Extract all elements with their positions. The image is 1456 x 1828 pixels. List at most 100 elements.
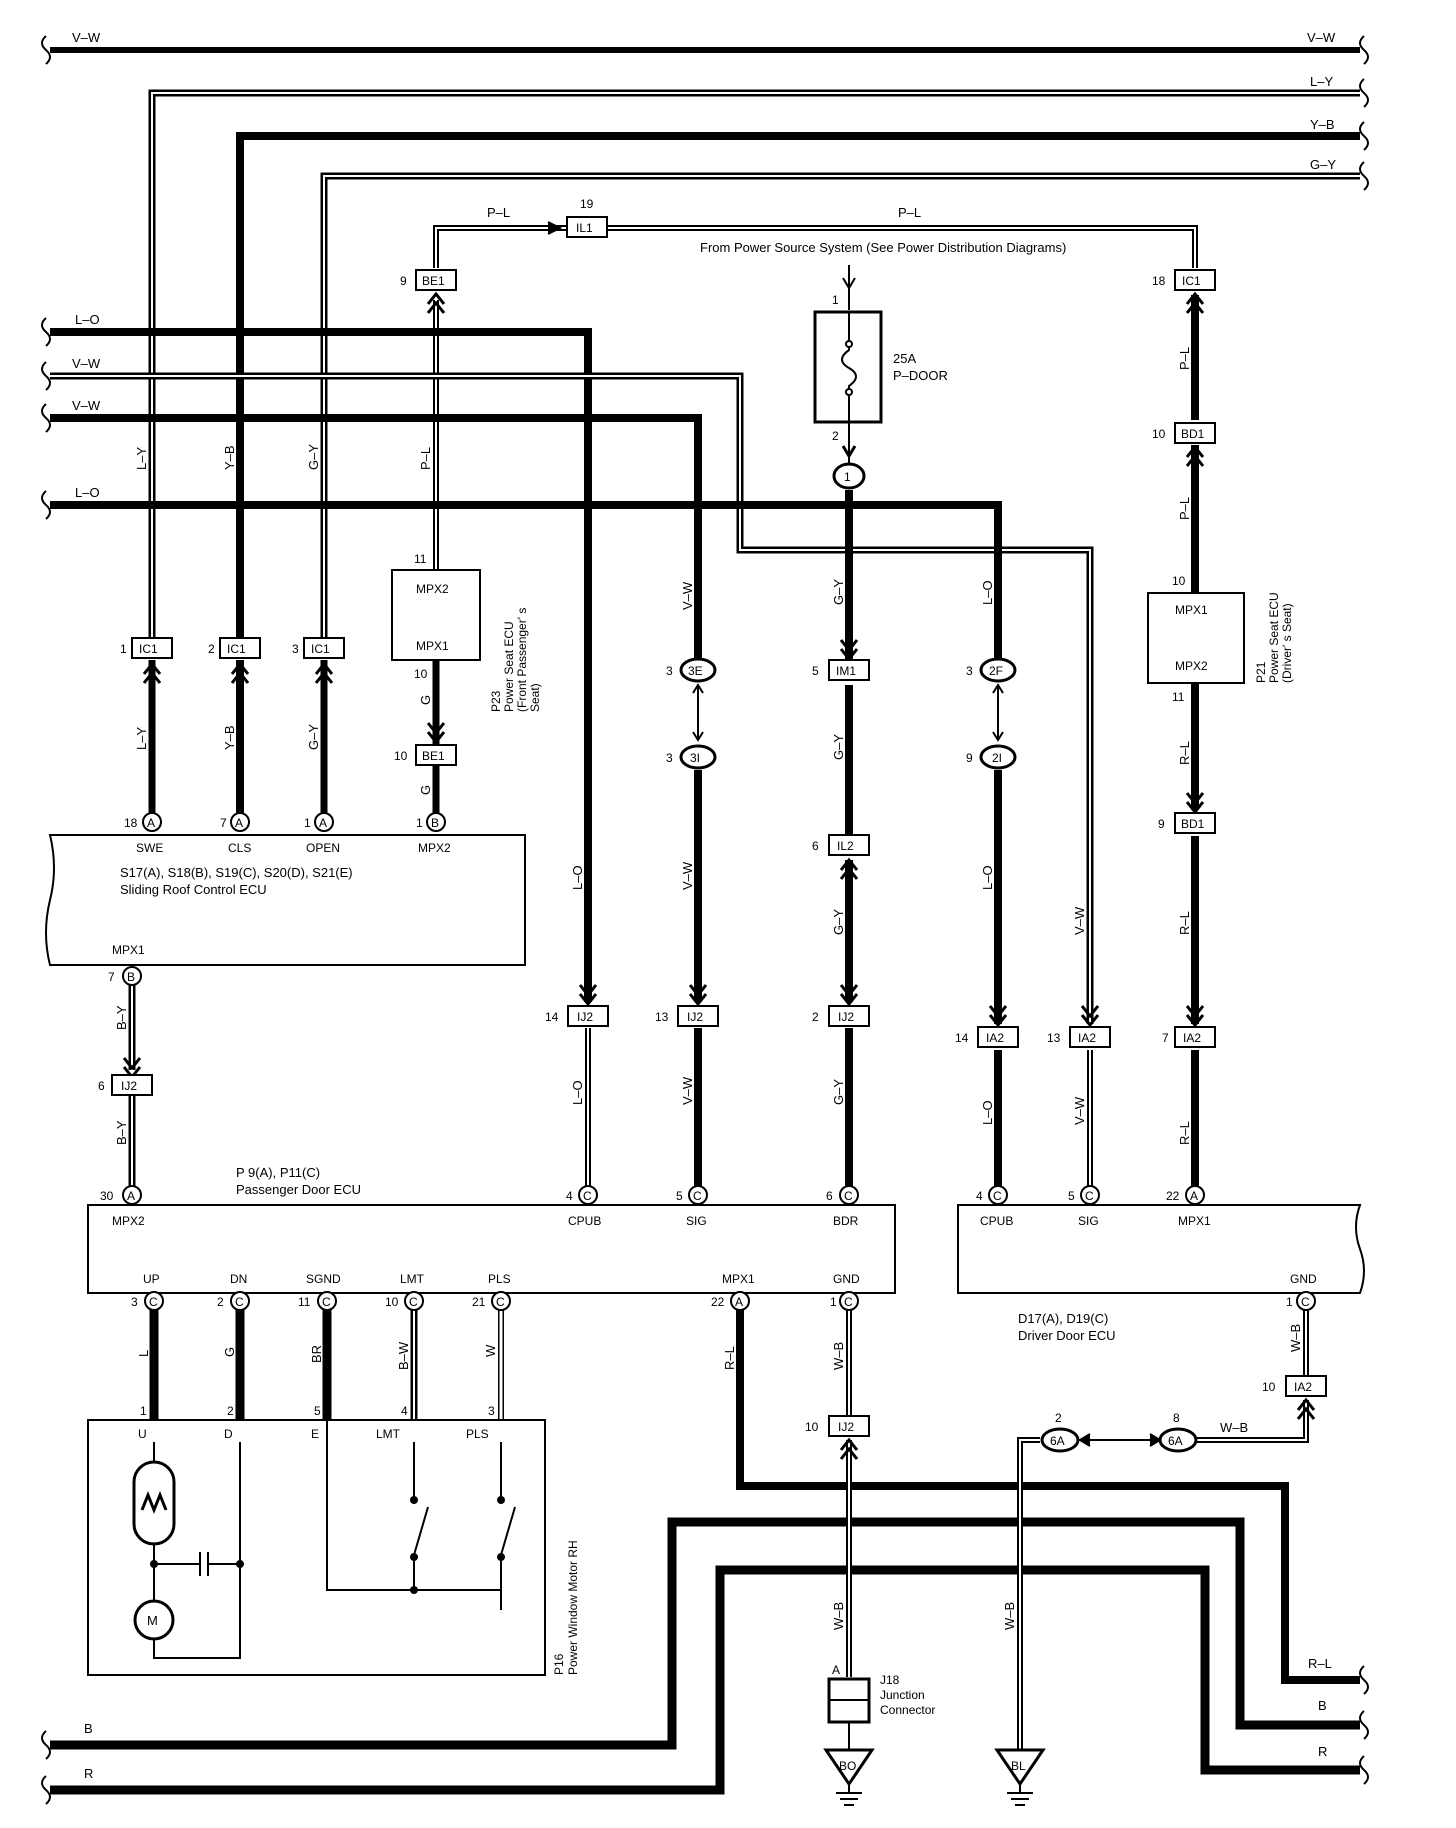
pin-number: 2 [227, 1404, 234, 1418]
wire-label: V–W [680, 861, 695, 890]
wire-label: B–Y [114, 1005, 129, 1030]
wire-label: P–L [1177, 347, 1192, 370]
connector-name: IM1 [836, 664, 856, 678]
connector-box [1069, 1026, 1111, 1048]
terminal-label: MPX2 [1175, 659, 1208, 673]
connector-oval [679, 744, 717, 770]
connector-letter: A [735, 1295, 743, 1309]
connector-box [566, 216, 608, 238]
connector-letter: C [1301, 1295, 1310, 1309]
terminal-label: MPX1 [722, 1272, 755, 1286]
wire-label: P–L [418, 447, 433, 470]
ecu-box [45, 834, 526, 966]
component-code: P16 [552, 1653, 566, 1675]
arrow-down [688, 984, 708, 1007]
connector-name: BE1 [422, 274, 445, 288]
connector-name: IJ2 [121, 1079, 137, 1093]
connector-letter: C [1085, 1189, 1094, 1203]
component-code: P21 [1254, 661, 1268, 683]
connector-box [567, 1005, 609, 1027]
connector-letter: C [149, 1295, 158, 1309]
connector-pin: 5 [812, 664, 819, 678]
connector-name: IA2 [1078, 1031, 1096, 1045]
connector-pin: 2 [1055, 1411, 1062, 1425]
connector-pin: 10 [1152, 427, 1166, 441]
wire-label: B–W [396, 1341, 411, 1370]
ground-label: BL [1011, 1759, 1026, 1773]
terminal-label: MPX2 [416, 582, 449, 596]
terminal-label: SGND [306, 1272, 341, 1286]
wire-label: L–Y [134, 447, 149, 470]
wire-label: V–W [680, 1076, 695, 1105]
wire-label: G [222, 1347, 237, 1357]
wire-lo-1 [50, 328, 592, 1002]
component-name: Junction [880, 1688, 925, 1702]
connector-box [828, 834, 870, 856]
terminal-label: GND [833, 1272, 860, 1286]
wire-bus-r [50, 1565, 1360, 1795]
connector-box [1174, 1026, 1216, 1048]
connector-box [219, 637, 261, 659]
wire-label: L–O [980, 1100, 995, 1125]
arrow-down [1185, 1005, 1205, 1028]
node-label: 1 [844, 470, 851, 484]
arrow-up [230, 661, 250, 684]
connector-pin: 7 [1162, 1031, 1169, 1045]
connector-box [828, 659, 870, 681]
connector-pin: 1 [120, 642, 127, 656]
arrow-down [1080, 1005, 1100, 1028]
wire-label: P–L [487, 205, 510, 220]
wire-label: W–B [1288, 1324, 1303, 1352]
pin-number: 5 [1068, 1189, 1075, 1203]
wire-yb [236, 132, 1360, 648]
pin-number: 7 [220, 816, 227, 830]
component-name: Seat) [528, 683, 542, 712]
motor-symbol [133, 1599, 175, 1641]
connector-box [677, 1005, 719, 1027]
connector-name: IL1 [576, 221, 593, 235]
connector-box [1174, 269, 1216, 291]
connector-pin: 14 [545, 1010, 559, 1024]
pin-number: 5 [314, 1404, 321, 1418]
terminal-label: LMT [400, 1272, 425, 1286]
connector-name: IJ2 [838, 1010, 854, 1024]
connector-pin: 10 [1262, 1380, 1276, 1394]
connector-box [828, 1415, 870, 1437]
connector-name: 3E [688, 664, 703, 678]
wire-ia2-6a [1195, 1400, 1309, 1443]
arrow-down [839, 984, 859, 1007]
bus-label: V–W [72, 356, 101, 371]
connector-letter: C [322, 1295, 331, 1309]
pin-number: 30 [100, 1189, 114, 1203]
terminal-label: MPX1 [1175, 603, 1208, 617]
connector-pin: 13 [655, 1010, 669, 1024]
terminal-label: OPEN [306, 841, 340, 855]
component-code: P 9(A), P11(C) [236, 1165, 320, 1180]
connector-letter: C [693, 1189, 702, 1203]
wire-ly-in [151, 92, 1360, 648]
ecu-box [1147, 592, 1245, 684]
connector-pin: 19 [580, 197, 594, 211]
connector-box [1285, 1375, 1327, 1397]
pin-number: 1 [416, 816, 423, 830]
connector-name: IC1 [227, 642, 246, 656]
terminal-label: PLS [466, 1427, 489, 1441]
wire-label: W [483, 1344, 498, 1357]
wire-label: L–O [570, 865, 585, 890]
break-marks [41, 35, 1369, 1805]
arrow-up [314, 661, 334, 684]
wire-label: V–W [1072, 906, 1087, 935]
connector-pin: 3 [666, 751, 673, 765]
connector-name: IA2 [1183, 1031, 1201, 1045]
wire-label: G [418, 785, 433, 795]
terminal-label: DN [230, 1272, 247, 1286]
connector-box [111, 1074, 153, 1096]
pin-number: 11 [414, 552, 427, 566]
terminal-label: CPUB [980, 1214, 1013, 1228]
arrow-up [839, 857, 859, 880]
wire-label: P–L [898, 205, 921, 220]
connector-pin: 2 [208, 642, 215, 656]
arrow-right [547, 221, 563, 235]
wire-label: G–Y [831, 909, 846, 935]
pin-number: 22 [711, 1295, 725, 1309]
